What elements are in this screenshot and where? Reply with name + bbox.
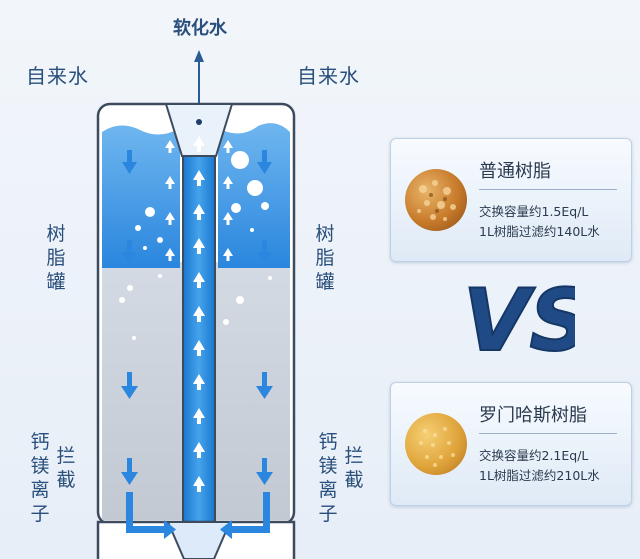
tank-label-left: 树脂罐	[46, 223, 66, 293]
output-label: 软化水	[173, 18, 227, 39]
ion-label-right-b: 拦截	[344, 445, 364, 491]
vs-text: VS	[463, 271, 575, 368]
side-up-arrows-left	[165, 140, 175, 261]
standard-resin-bead-image	[405, 169, 467, 231]
bubbles	[119, 151, 272, 340]
resin-card-rohm-haas: 罗门哈斯树脂 交换容量约2.1Eq/L 1L树脂过滤约210L水	[390, 382, 632, 506]
card-divider	[479, 433, 617, 434]
resin-name: 罗门哈斯树脂	[479, 405, 587, 426]
tank-label-right: 树脂罐	[315, 223, 335, 293]
filter-capacity: 1L树脂过滤约210L水	[479, 468, 600, 483]
resin-card-standard: 普通树脂 交换容量约1.5Eq/L 1L树脂过滤约140L水	[390, 138, 632, 262]
output-arrow-head	[194, 50, 204, 62]
resin-name: 普通树脂	[479, 161, 551, 182]
bottom-funnel	[166, 521, 232, 559]
flow-down-arrows	[121, 150, 273, 485]
inlet-label-right: 自来水	[297, 64, 360, 88]
exchange-capacity: 交换容量约2.1Eq/L	[479, 448, 589, 463]
ion-label-left-b: 拦截	[56, 445, 76, 491]
side-up-arrows-right	[223, 140, 233, 261]
inflow-arrows-bottom	[126, 492, 270, 539]
card-divider	[479, 189, 617, 190]
ion-label-right-a: 钙镁离子	[318, 431, 338, 525]
pipe-up-arrows	[193, 136, 205, 492]
exchange-capacity: 交换容量约1.5Eq/L	[479, 204, 589, 219]
inlet-label-left: 自来水	[26, 64, 89, 88]
rohm-haas-resin-bead-image	[405, 413, 467, 475]
softener-tank-diagram	[96, 50, 296, 559]
vs-mark: VS	[462, 270, 575, 368]
top-funnel	[164, 103, 234, 157]
filter-capacity: 1L树脂过滤约140L水	[479, 224, 600, 239]
ion-label-left-a: 钙镁离子	[30, 431, 50, 525]
water-left	[102, 125, 180, 268]
